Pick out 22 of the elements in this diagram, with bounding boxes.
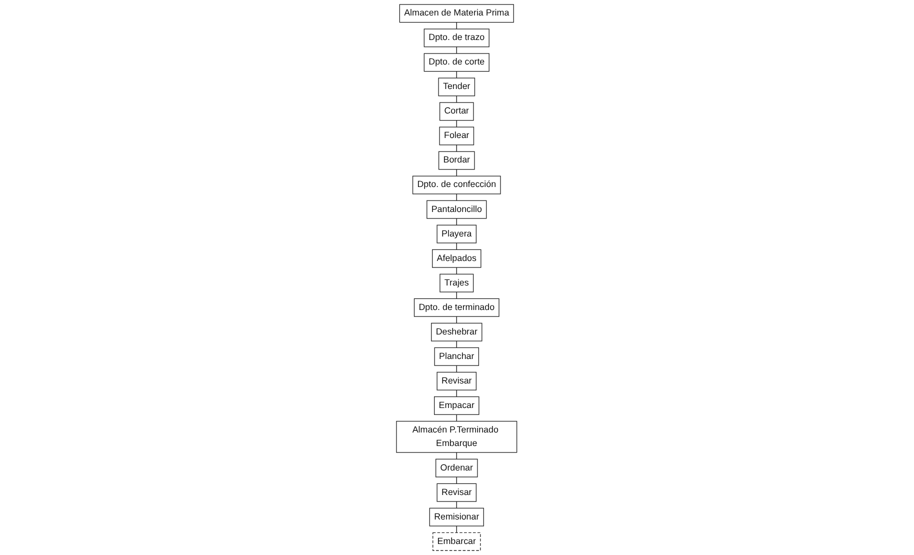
- node-box: Pantaloncillo: [426, 200, 488, 219]
- node-box: Playera: [437, 224, 477, 244]
- node-box: Remisionar: [430, 508, 484, 526]
- node-box: Dpto. de confección: [412, 176, 502, 194]
- node-box: Almacen de Materia Prima: [400, 4, 514, 23]
- node-box: Planchar: [434, 347, 480, 366]
- node-box: Cortar: [440, 102, 474, 121]
- node-box: Folear: [440, 126, 474, 146]
- node-box: Deshebrar: [431, 322, 483, 342]
- node-box: Tender: [438, 78, 476, 96]
- node-box: Bordar: [438, 151, 476, 170]
- node-box: Trajes: [440, 274, 474, 292]
- node-box: Embarcar: [432, 532, 482, 551]
- node-box: Afelpados: [432, 249, 482, 268]
- node-box: Dpto. de terminado: [414, 298, 500, 317]
- node-box: Revisar: [437, 483, 477, 502]
- node-box: Empacar: [434, 396, 480, 415]
- node-box: Almacén P.Terminado Embarque: [396, 420, 518, 453]
- node-box: Ordenar: [436, 458, 478, 478]
- node-box: Dpto. de corte: [424, 53, 490, 72]
- node-box: Dpto. de trazo: [424, 28, 490, 48]
- node-box: Revisar: [437, 372, 477, 390]
